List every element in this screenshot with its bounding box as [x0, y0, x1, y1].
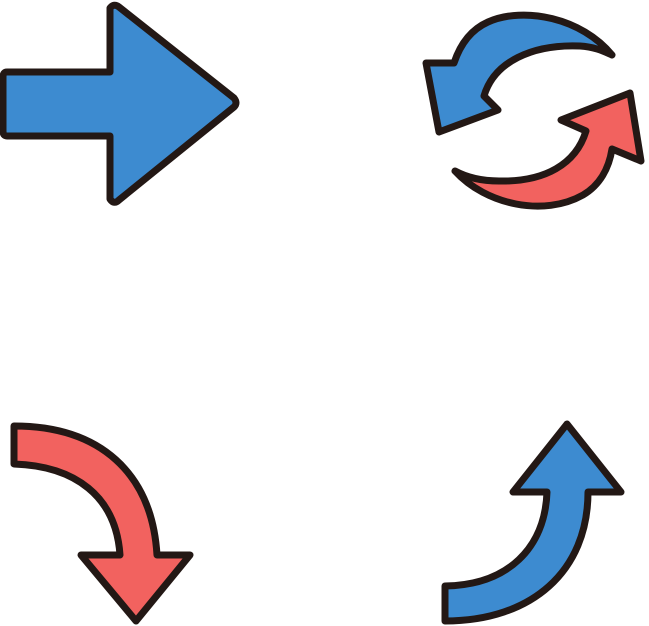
curved-arrow-down-icon [10, 422, 194, 625]
refresh-arrow-red [451, 89, 645, 210]
refresh-arrow-blue [422, 11, 616, 136]
curved-arrow-up-icon [441, 420, 625, 625]
refresh-cycle-icon [422, 11, 645, 210]
arrow-right-icon [0, 1, 240, 206]
